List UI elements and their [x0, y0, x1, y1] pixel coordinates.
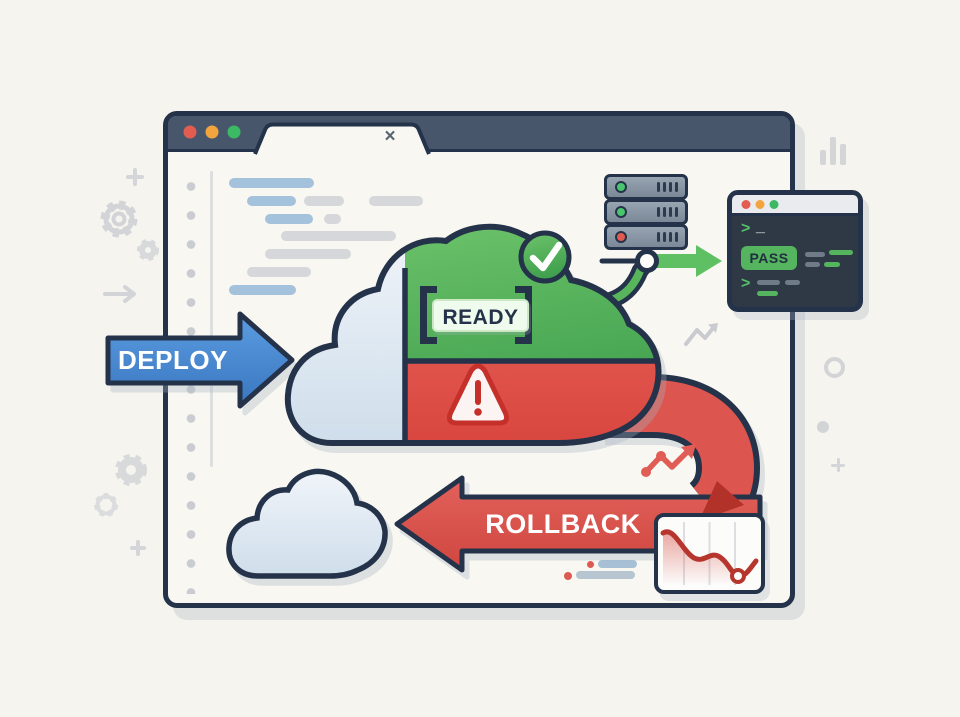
ready-badge: READY — [432, 299, 529, 332]
led-indicator — [615, 206, 627, 218]
code-line — [229, 178, 314, 188]
output-dash — [757, 280, 780, 285]
terminal-window: > _ PASS > — [727, 190, 863, 312]
dash-decoration — [576, 571, 635, 579]
terminal-body: > _ PASS > — [732, 216, 858, 307]
gear-icon — [100, 200, 138, 238]
tab-notch — [253, 122, 431, 155]
led-indicator — [615, 181, 627, 193]
plus-icon — [831, 458, 845, 472]
code-line — [229, 285, 296, 295]
prompt-icon: > — [741, 220, 751, 237]
dot-decoration — [564, 572, 572, 580]
traffic-lights — [183, 125, 241, 139]
code-line — [304, 196, 344, 206]
pass-badge: PASS — [741, 246, 797, 270]
plus-icon — [126, 168, 144, 186]
dot-decoration — [587, 561, 594, 568]
server-rack — [604, 174, 688, 250]
cursor: _ — [756, 218, 765, 235]
output-dash — [785, 280, 800, 285]
output-dash — [829, 250, 853, 255]
tab-close-icon[interactable]: × — [384, 126, 396, 147]
gear-icon — [94, 493, 118, 517]
traffic-light-maximize-icon[interactable] — [769, 200, 779, 209]
traffic-light-close-icon[interactable] — [183, 125, 197, 139]
server-slots — [657, 182, 678, 192]
arrow-right-icon — [103, 285, 136, 303]
traffic-light-minimize-icon[interactable] — [755, 200, 765, 209]
server-unit — [604, 174, 688, 200]
led-indicator — [615, 231, 627, 243]
server-slots — [657, 207, 678, 217]
traffic-light-minimize-icon[interactable] — [205, 125, 219, 139]
output-dash — [757, 291, 778, 296]
rollback-label: ROLLBACK — [485, 509, 641, 539]
dash-decoration — [598, 560, 637, 568]
gear-icon — [137, 239, 159, 261]
circle-decoration — [824, 357, 845, 378]
terminal-titlebar — [732, 195, 858, 216]
data-point-marker — [730, 568, 746, 584]
bracket-left — [420, 286, 437, 344]
ready-label: READY — [442, 306, 519, 329]
editor-gutter-line — [210, 171, 213, 467]
code-line — [281, 231, 396, 241]
plus-icon — [130, 540, 146, 556]
output-dash — [824, 262, 840, 267]
code-line — [369, 196, 423, 206]
server-unit — [604, 224, 688, 250]
code-line — [265, 214, 313, 224]
traffic-light-close-icon[interactable] — [741, 200, 751, 209]
output-dash — [805, 252, 825, 257]
metrics-card — [654, 513, 765, 594]
deploy-label: DEPLOY — [118, 345, 228, 375]
gear-icon — [115, 454, 147, 486]
browser-titlebar: × — [168, 116, 790, 155]
code-line — [247, 196, 296, 206]
code-line — [324, 214, 341, 224]
code-line — [247, 267, 311, 277]
prompt-icon: > — [741, 275, 751, 292]
traffic-light-maximize-icon[interactable] — [227, 125, 241, 139]
server-unit — [604, 199, 688, 225]
dot-decoration — [817, 421, 829, 433]
code-line — [265, 249, 351, 259]
bar-chart-icon — [820, 137, 850, 165]
server-slots — [657, 232, 678, 242]
dotted-guide — [186, 172, 196, 594]
output-dash — [805, 262, 820, 267]
metrics-chart — [660, 522, 759, 585]
terminal-traffic-lights — [741, 200, 779, 209]
